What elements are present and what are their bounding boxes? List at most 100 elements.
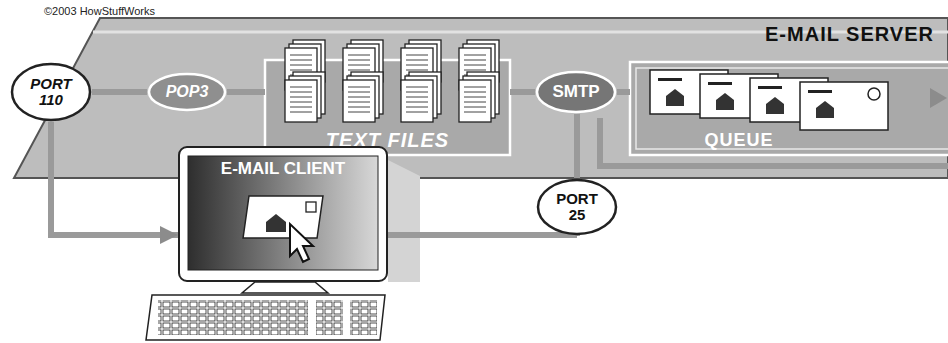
server-band: POP3TEXT FILESSMTPQUEUEE-MAIL SERVER bbox=[0, 18, 948, 178]
file-line bbox=[406, 87, 428, 88]
file-line bbox=[464, 65, 486, 66]
protocol-oval: SMTP bbox=[535, 70, 617, 114]
file-line bbox=[464, 70, 486, 71]
file-line bbox=[464, 102, 486, 103]
data-path bbox=[574, 114, 580, 178]
file-line bbox=[348, 107, 370, 108]
text-file-icons bbox=[285, 40, 499, 122]
file-line bbox=[290, 107, 312, 108]
envelope-stamp bbox=[666, 89, 684, 106]
file-line bbox=[290, 65, 312, 66]
monitor-stand bbox=[242, 282, 328, 293]
mouse-pointer bbox=[290, 224, 313, 262]
return-line bbox=[600, 118, 948, 166]
data-path bbox=[92, 89, 147, 95]
port-oval: PORT 110 bbox=[10, 62, 92, 122]
screen-envelope bbox=[243, 196, 323, 238]
file-line bbox=[464, 97, 486, 98]
file-line bbox=[290, 60, 312, 61]
keyboard-keys bbox=[350, 300, 377, 335]
envelope-address-line bbox=[658, 78, 682, 81]
file-line bbox=[406, 107, 428, 108]
port-oval: PORT 25 bbox=[536, 178, 618, 236]
file-line bbox=[464, 107, 486, 108]
file-line bbox=[464, 112, 486, 113]
envelope-stamp bbox=[816, 101, 834, 118]
file-line bbox=[348, 112, 370, 113]
monitor-shadow bbox=[388, 160, 420, 282]
file-line bbox=[348, 102, 370, 103]
envelope-address-line bbox=[808, 90, 832, 93]
keyboard-keys bbox=[316, 300, 343, 335]
envelope-postmark bbox=[868, 88, 880, 100]
oval-shape bbox=[12, 64, 90, 120]
file-line bbox=[290, 92, 312, 93]
queue-box: QUEUE bbox=[630, 62, 948, 155]
file-line bbox=[348, 70, 370, 71]
file-page bbox=[285, 80, 317, 122]
file-line bbox=[348, 97, 370, 98]
file-line bbox=[290, 55, 312, 56]
data-path bbox=[51, 122, 178, 235]
file-page bbox=[459, 80, 491, 122]
file-line bbox=[406, 102, 428, 103]
copyright-note: ©2003 HowStuffWorks bbox=[44, 1, 155, 19]
data-path bbox=[227, 89, 265, 95]
queue-panel bbox=[630, 62, 948, 155]
data-path bbox=[510, 89, 535, 95]
node-label: SMTP bbox=[552, 83, 599, 101]
node-label: PORT 110 bbox=[25, 76, 77, 108]
file-page bbox=[343, 80, 375, 122]
envelope bbox=[800, 82, 888, 130]
oval-shape bbox=[149, 74, 225, 110]
storage-box: TEXT FILES bbox=[265, 60, 510, 155]
node-label: PORT 25 bbox=[551, 191, 603, 223]
client-computer: E-MAIL CLIENT bbox=[178, 146, 388, 282]
node-label: POP3 bbox=[166, 84, 209, 101]
file-line bbox=[290, 112, 312, 113]
file-line bbox=[348, 55, 370, 56]
monitor-screen bbox=[188, 156, 378, 270]
envelope-address-line bbox=[708, 82, 732, 85]
node-label: QUEUE bbox=[704, 131, 773, 150]
file-line bbox=[406, 70, 428, 71]
file-line bbox=[406, 65, 428, 66]
queued-envelopes bbox=[650, 70, 888, 130]
file-line bbox=[290, 102, 312, 103]
file-line bbox=[348, 60, 370, 61]
file-line bbox=[406, 97, 428, 98]
file-line bbox=[406, 112, 428, 113]
file-line bbox=[290, 70, 312, 71]
file-line bbox=[464, 55, 486, 56]
file-line bbox=[348, 87, 370, 88]
keyboard bbox=[146, 295, 385, 340]
queue-panel-inner bbox=[636, 68, 948, 149]
keyboard-keys bbox=[158, 300, 308, 335]
file-page bbox=[401, 80, 433, 122]
data-path bbox=[617, 89, 630, 95]
file-line bbox=[290, 87, 312, 88]
text-files-panel bbox=[265, 60, 510, 155]
oval-shape bbox=[537, 72, 615, 112]
file-line bbox=[406, 60, 428, 61]
envelope-stamp bbox=[766, 97, 784, 114]
oval-shape bbox=[538, 180, 616, 234]
file-line bbox=[348, 65, 370, 66]
screen-envelope-stamp bbox=[306, 202, 316, 212]
file-line bbox=[464, 87, 486, 88]
envelope-address-line bbox=[758, 86, 782, 89]
file-line bbox=[464, 92, 486, 93]
file-line bbox=[464, 60, 486, 61]
envelope-stamp bbox=[716, 93, 734, 110]
file-line bbox=[406, 55, 428, 56]
outgoing-arrow bbox=[930, 88, 947, 108]
monitor-bezel bbox=[179, 147, 387, 281]
node-label: E-MAIL CLIENT bbox=[221, 160, 345, 178]
screen-envelope-house bbox=[266, 214, 286, 232]
file-line bbox=[348, 92, 370, 93]
data-path bbox=[388, 235, 577, 236]
file-line bbox=[290, 97, 312, 98]
